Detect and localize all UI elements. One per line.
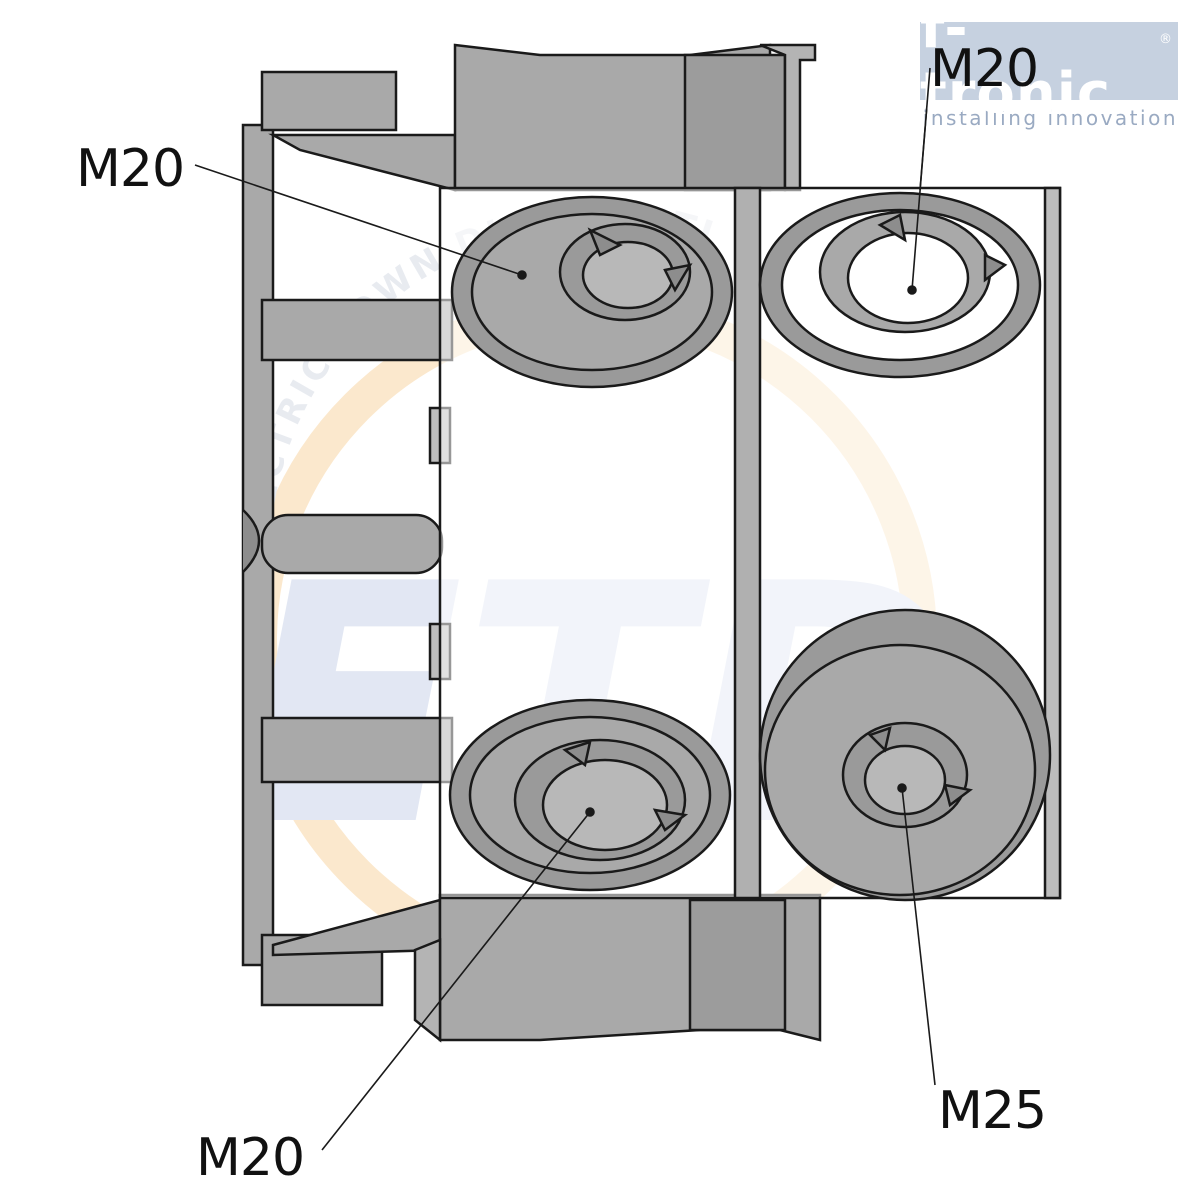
- knockout-top-right: [758, 191, 1042, 379]
- knockout-bottom-right: [758, 608, 1052, 902]
- callout-label-bottom-right: M25: [938, 1081, 1046, 1141]
- leader-bottom-left: [321, 811, 591, 1151]
- knockout-top-left: [450, 195, 734, 389]
- top-lug: [453, 43, 817, 192]
- leader-bottom-right: [901, 787, 936, 1086]
- callout-label-top-left: M20: [76, 139, 184, 199]
- left-flange: [241, 70, 457, 1007]
- leader-lines: [194, 67, 936, 1151]
- callout-label-bottom-left: M20: [196, 1128, 304, 1188]
- brand-tagline: installing innovation: [922, 106, 1178, 130]
- brand-name: f-tronic: [920, 0, 1112, 126]
- leader-dot-bottom-left: [585, 807, 595, 817]
- leader-dot-top-left: [517, 270, 527, 280]
- bottom-lug: [413, 893, 822, 1043]
- leader-dot-bottom-right: [897, 783, 907, 793]
- leader-top-left: [194, 164, 523, 276]
- leader-dot-top-right: [907, 285, 917, 295]
- registered-mark: ®: [1159, 32, 1172, 47]
- brand-plate: f-tronic ®: [920, 0, 1178, 126]
- brand-logo: f-tronic ® installing innovation: [920, 0, 1178, 130]
- knockout-bottom-left: [448, 698, 732, 892]
